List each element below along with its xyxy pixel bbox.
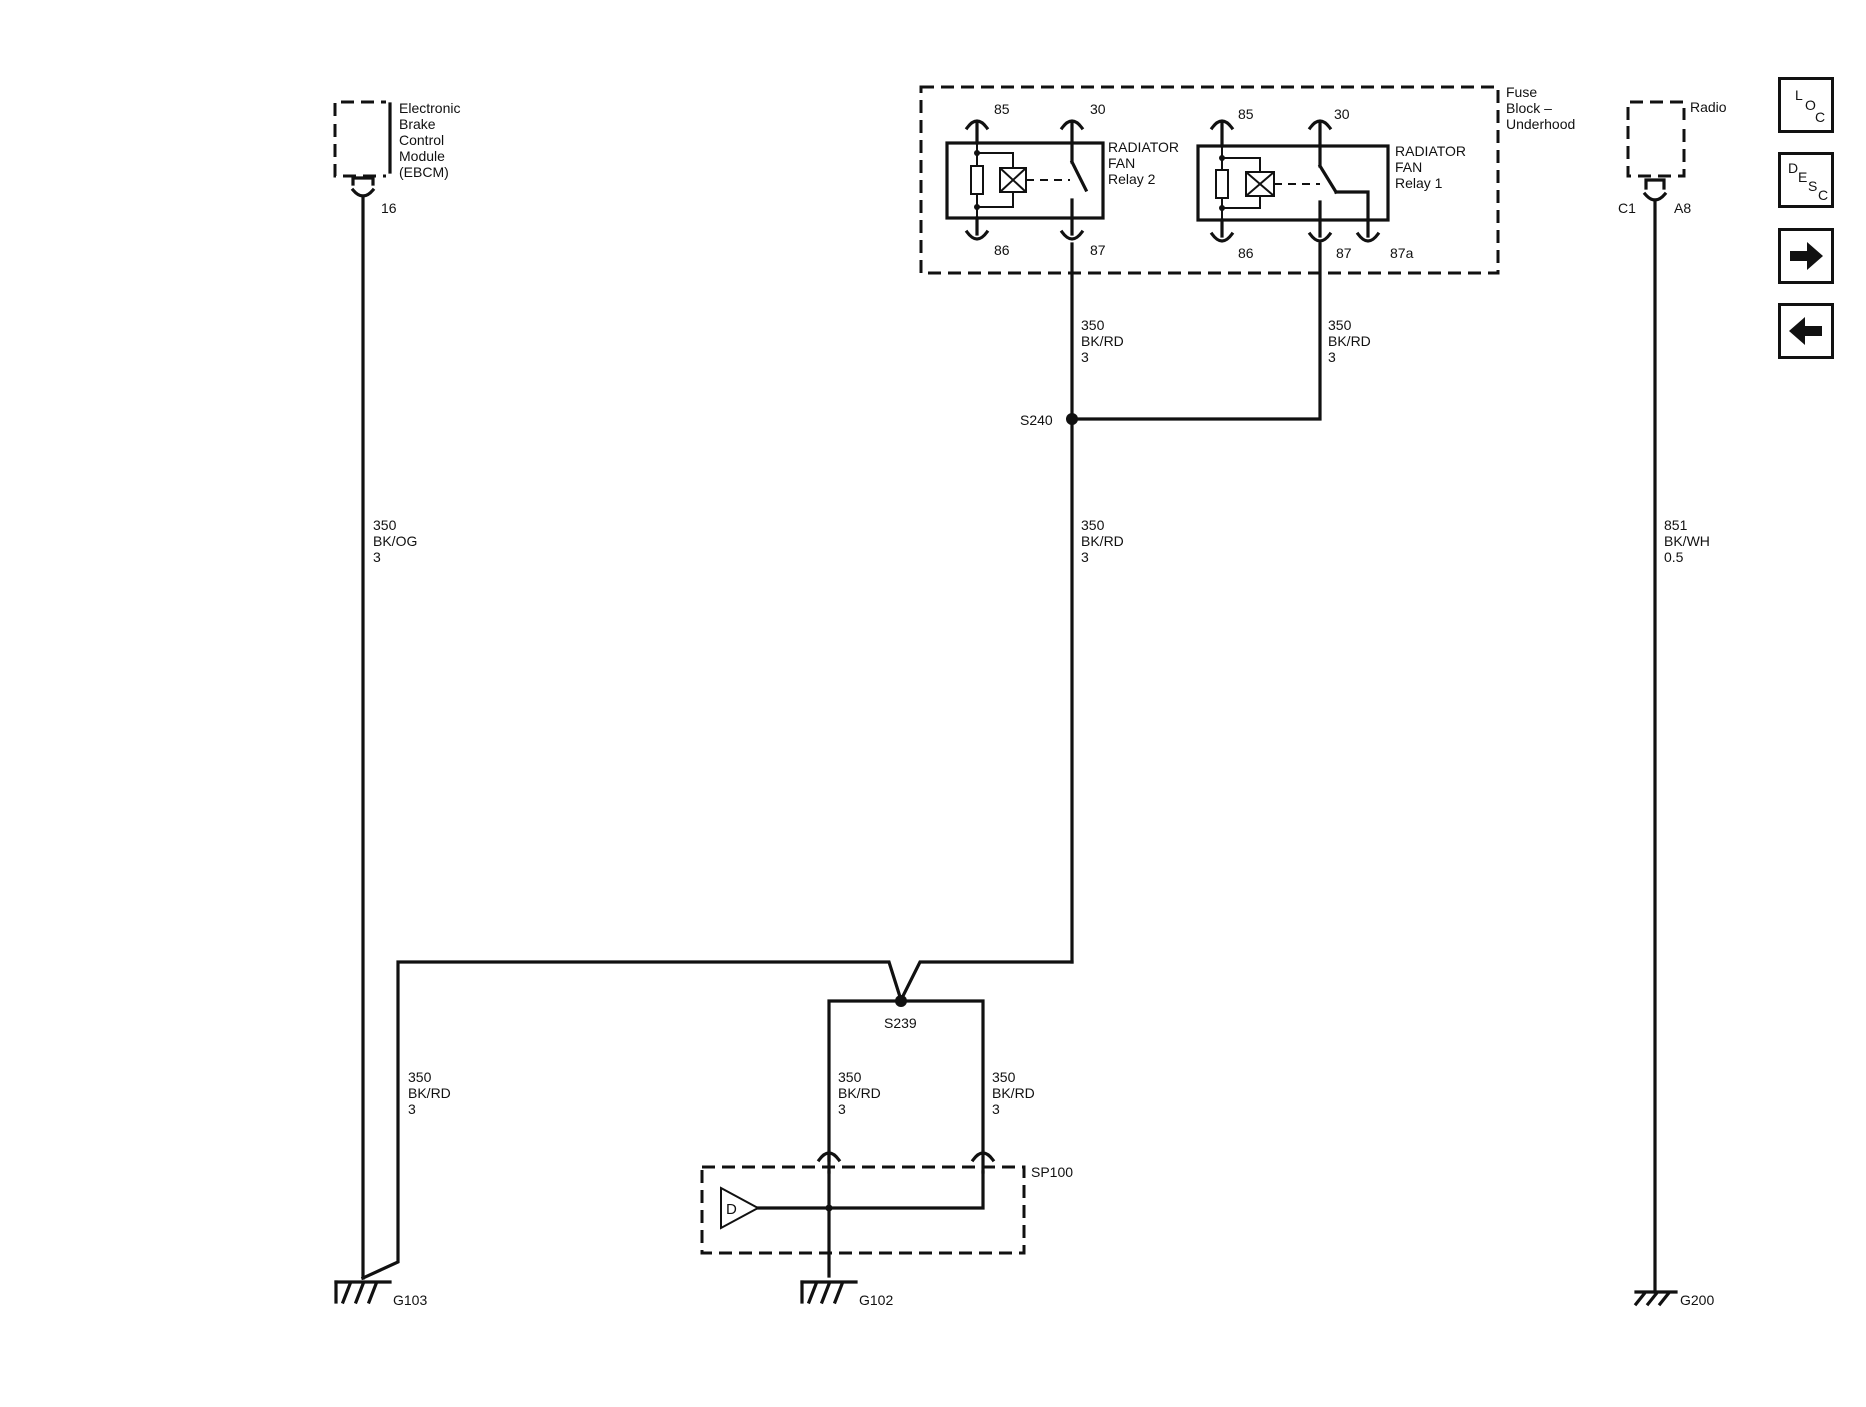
svg-text:16: 16 bbox=[381, 200, 397, 216]
svg-text:3: 3 bbox=[373, 549, 381, 565]
svg-text:3: 3 bbox=[1328, 349, 1336, 365]
wire-g103-label: 350 BK/RD 3 bbox=[408, 1069, 451, 1117]
relay2-label-1: RADIATOR bbox=[1108, 139, 1179, 155]
svg-text:S239: S239 bbox=[884, 1015, 917, 1031]
svg-text:Underhood: Underhood bbox=[1506, 116, 1575, 132]
svg-text:S240: S240 bbox=[1020, 412, 1053, 428]
splice-pack-sp100[interactable]: SP100 D bbox=[700, 1150, 1073, 1278]
svg-text:G200: G200 bbox=[1680, 1292, 1714, 1308]
svg-text:85: 85 bbox=[1238, 106, 1254, 122]
svg-text:BK/RD: BK/RD bbox=[408, 1085, 451, 1101]
wire-sp100-right-label: 350 BK/RD 3 bbox=[992, 1069, 1035, 1117]
svg-text:86: 86 bbox=[994, 242, 1010, 258]
svg-text:3: 3 bbox=[408, 1101, 416, 1117]
ebcm-pin-16: 16 bbox=[350, 176, 397, 216]
svg-text:BK/RD: BK/RD bbox=[1081, 333, 1124, 349]
ebcm-label-2: Brake bbox=[399, 116, 436, 132]
ebcm-label-3: Control bbox=[399, 132, 444, 148]
next-page-button[interactable] bbox=[1778, 228, 1834, 284]
svg-text:350: 350 bbox=[1081, 517, 1105, 533]
svg-text:Radio: Radio bbox=[1690, 99, 1727, 115]
svg-text:350: 350 bbox=[1328, 317, 1352, 333]
svg-text:G102: G102 bbox=[859, 1292, 893, 1308]
wire-sp100-left-label: 350 BK/RD 3 bbox=[838, 1069, 881, 1117]
svg-text:BK/RD: BK/RD bbox=[838, 1085, 881, 1101]
svg-text:87a: 87a bbox=[1390, 245, 1414, 261]
svg-text:A8: A8 bbox=[1674, 200, 1691, 216]
prev-page-button[interactable] bbox=[1778, 303, 1834, 359]
radio-component[interactable]: Radio bbox=[1626, 99, 1727, 178]
sp100-symbol: D bbox=[726, 1201, 737, 1218]
svg-text:350: 350 bbox=[992, 1069, 1016, 1085]
wire-s239-to-g103 bbox=[360, 960, 904, 1281]
radiator-fan-relay-1[interactable]: 85 86 30 87 87a RADIATOR FAN Relay 1 bbox=[1196, 106, 1466, 261]
svg-text:87: 87 bbox=[1336, 245, 1352, 261]
svg-text:3: 3 bbox=[992, 1101, 1000, 1117]
ground-g103[interactable]: G103 bbox=[334, 1280, 427, 1308]
svg-text:350: 350 bbox=[1081, 317, 1105, 333]
arrow-left-icon bbox=[1789, 317, 1822, 345]
relay1-label-3: Relay 1 bbox=[1395, 175, 1443, 191]
relay1-label-1: RADIATOR bbox=[1395, 143, 1466, 159]
svg-text:Block –: Block – bbox=[1506, 100, 1552, 116]
svg-text:851: 851 bbox=[1664, 517, 1688, 533]
fuse-block-underhood[interactable] bbox=[919, 85, 1500, 275]
wire-ebcm-label: 350 BK/OG 3 bbox=[373, 517, 417, 565]
ebcm-label-5: (EBCM) bbox=[399, 164, 449, 180]
radiator-fan-relay-2[interactable]: 85 86 30 87 RADIATOR FAN Relay 2 bbox=[945, 101, 1179, 258]
wire-radio-label: 851 BK/WH 0.5 bbox=[1664, 517, 1710, 565]
svg-text:30: 30 bbox=[1090, 101, 1106, 117]
svg-text:3: 3 bbox=[1081, 549, 1089, 565]
svg-text:BK/RD: BK/RD bbox=[1328, 333, 1371, 349]
ebcm-label-1: Electronic bbox=[399, 100, 460, 116]
ebcm-label-4: Module bbox=[399, 148, 445, 164]
svg-text:BK/RD: BK/RD bbox=[992, 1085, 1035, 1101]
svg-text:350: 350 bbox=[838, 1069, 862, 1085]
loc-button[interactable]: L O C bbox=[1778, 77, 1834, 133]
svg-text:G103: G103 bbox=[393, 1292, 427, 1308]
wire-relay1-label: 350 BK/RD 3 bbox=[1328, 317, 1371, 365]
svg-text:0.5: 0.5 bbox=[1664, 549, 1684, 565]
radio-connector-c1-a8: C1 A8 bbox=[1618, 178, 1691, 216]
relay2-label-2: FAN bbox=[1108, 155, 1135, 171]
wire-relay1-87 bbox=[1070, 242, 1322, 421]
ground-g200[interactable]: G200 bbox=[1633, 1290, 1714, 1308]
splice-s240[interactable]: S240 bbox=[1020, 412, 1078, 428]
svg-text:87: 87 bbox=[1090, 242, 1106, 258]
svg-text:BK/OG: BK/OG bbox=[373, 533, 417, 549]
svg-text:350: 350 bbox=[373, 517, 397, 533]
svg-text:86: 86 bbox=[1238, 245, 1254, 261]
svg-text:85: 85 bbox=[994, 101, 1010, 117]
fuse-block-label: Fuse Block – Underhood bbox=[1506, 84, 1575, 132]
relay2-label-3: Relay 2 bbox=[1108, 171, 1156, 187]
svg-text:Fuse: Fuse bbox=[1506, 84, 1537, 100]
arrow-right-icon bbox=[1790, 242, 1823, 270]
svg-text:3: 3 bbox=[838, 1101, 846, 1117]
wire-relay2-label: 350 BK/RD 3 bbox=[1081, 317, 1124, 365]
wire-s240-to-s239 bbox=[898, 960, 1074, 1003]
ground-g102[interactable]: G102 bbox=[800, 1280, 893, 1308]
svg-text:C1: C1 bbox=[1618, 200, 1636, 216]
wire-s239-branches bbox=[827, 999, 985, 1162]
svg-text:BK/WH: BK/WH bbox=[1664, 533, 1710, 549]
svg-text:BK/RD: BK/RD bbox=[1081, 533, 1124, 549]
svg-text:SP100: SP100 bbox=[1031, 1164, 1073, 1180]
ebcm-component[interactable]: Electronic Brake Control Module (EBCM) bbox=[333, 100, 460, 180]
wire-s240-label: 350 BK/RD 3 bbox=[1081, 517, 1124, 565]
svg-text:3: 3 bbox=[1081, 349, 1089, 365]
svg-text:350: 350 bbox=[408, 1069, 432, 1085]
svg-text:30: 30 bbox=[1334, 106, 1350, 122]
relay1-label-2: FAN bbox=[1395, 159, 1422, 175]
desc-button[interactable]: D E S C bbox=[1778, 152, 1834, 208]
